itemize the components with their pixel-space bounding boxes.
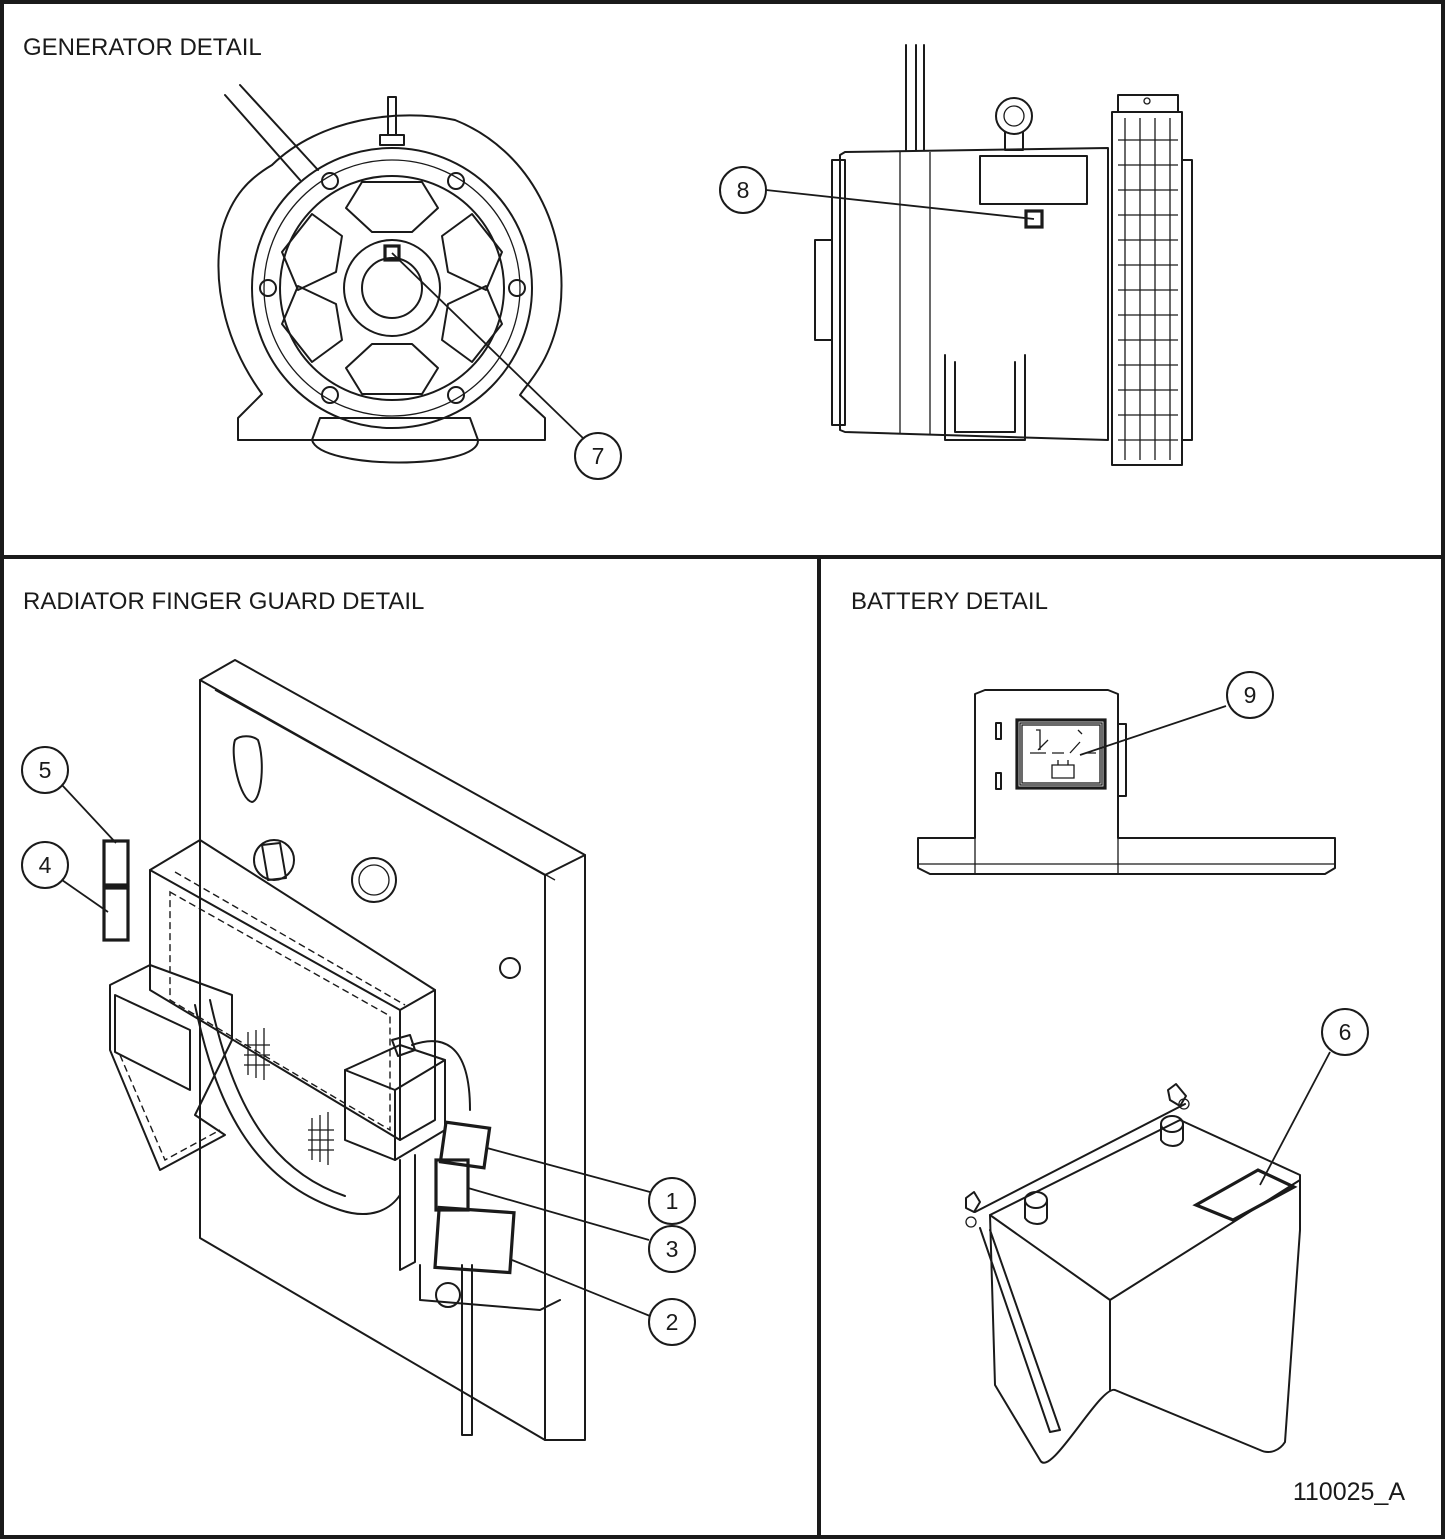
callout-6: 6 [1321,1008,1369,1056]
decal-4 [102,886,130,942]
battery-detail-title: BATTERY DETAIL [851,588,1048,615]
radiator-detail-title: RADIATOR FINGER GUARD DETAIL [23,588,424,615]
decal-3 [434,1158,470,1212]
callout-3: 3 [648,1225,696,1273]
svg-text:3: 3 [666,1236,679,1262]
decal-6 [1192,1168,1298,1222]
battery [965,1083,1301,1464]
svg-text:8: 8 [737,177,750,203]
callout-1: 1 [648,1177,696,1225]
callout-7: 7 [574,432,622,480]
callout-5: 5 [21,746,69,794]
callout-8: 8 [719,166,767,214]
fan-guard-slots [1118,118,1178,460]
decal-2 [433,1205,516,1275]
decal-5 [102,839,130,887]
leader-lines [61,189,1331,1317]
generator-front-view [217,84,563,464]
flange-bolts [259,172,526,404]
generator-side-view [814,44,1193,466]
callout-9: 9 [1226,671,1274,719]
callout-2: 2 [648,1298,696,1346]
drawing-number: 110025_A [1293,1478,1405,1506]
svg-text:4: 4 [39,852,52,878]
generator-detail-title: GENERATOR DETAIL [23,34,262,61]
radiator-assembly [109,659,586,1441]
svg-text:6: 6 [1339,1019,1352,1045]
svg-text:1: 1 [666,1188,679,1214]
decal-7 [383,244,401,262]
decal-9 [1019,722,1103,786]
decal-1 [438,1120,492,1170]
callout-4: 4 [21,841,69,889]
svg-text:7: 7 [592,443,605,469]
svg-text:5: 5 [39,757,52,783]
svg-text:2: 2 [666,1309,679,1335]
battery-disconnect [917,689,1336,875]
svg-text:9: 9 [1244,682,1257,708]
